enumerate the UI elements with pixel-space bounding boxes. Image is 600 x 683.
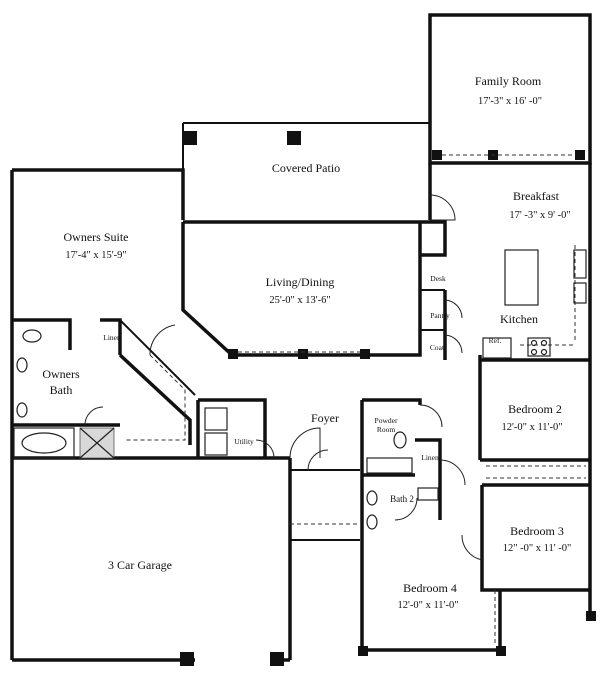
columns — [180, 131, 596, 666]
owners-bath-name-2: Bath — [50, 383, 73, 397]
living-dining-dims: 25'-0" x 13'-6" — [269, 295, 330, 306]
linen-hall-label: Linen — [421, 453, 439, 462]
garage-name: 3 Car Garage — [108, 558, 172, 572]
owners-suite-name: Owners Suite — [64, 230, 129, 244]
foyer-name: Foyer — [311, 411, 339, 425]
desk-label: Desk — [430, 274, 446, 283]
coat-label: Coat — [430, 343, 445, 352]
bedroom2-dims: 12'-0" x 11'-0" — [502, 422, 563, 433]
living-dining-name: Living/Dining — [266, 275, 335, 289]
fixtures — [13, 249, 587, 530]
breakfast-name: Breakfast — [513, 189, 560, 203]
exterior-walls — [10, 13, 592, 662]
windows — [125, 154, 586, 646]
pantry-label: Pantry — [430, 311, 450, 320]
kitchen-name: Kitchen — [500, 312, 538, 326]
linen-owner-label: Linen — [103, 333, 121, 342]
family-room-dims: 17'-3" x 16' -0" — [478, 96, 542, 107]
bedroom4-dims: 12'-0" x 11'-0" — [398, 600, 459, 611]
ref-label: Ref. — [489, 336, 502, 345]
powder-room-label-1: Powder — [375, 416, 398, 425]
owners-bath-name-1: Owners — [42, 367, 80, 381]
bedroom4-name: Bedroom 4 — [403, 581, 457, 595]
bedroom3-dims: 12" -0" x 11' -0" — [503, 543, 572, 554]
bedroom2-name: Bedroom 2 — [508, 402, 562, 416]
powder-room-label-2: Room — [377, 425, 396, 434]
bath2-label: Bath 2 — [390, 494, 414, 504]
doors — [84, 194, 483, 561]
owners-suite-dims: 17'-4" x 15'-9" — [65, 250, 126, 261]
bedroom3-name: Bedroom 3 — [510, 524, 564, 538]
utility-label: Utility — [234, 437, 254, 446]
family-room-name: Family Room — [475, 74, 542, 88]
covered-patio-name: Covered Patio — [272, 161, 340, 175]
breakfast-dims: 17' -3" x 9' -0" — [509, 210, 570, 221]
